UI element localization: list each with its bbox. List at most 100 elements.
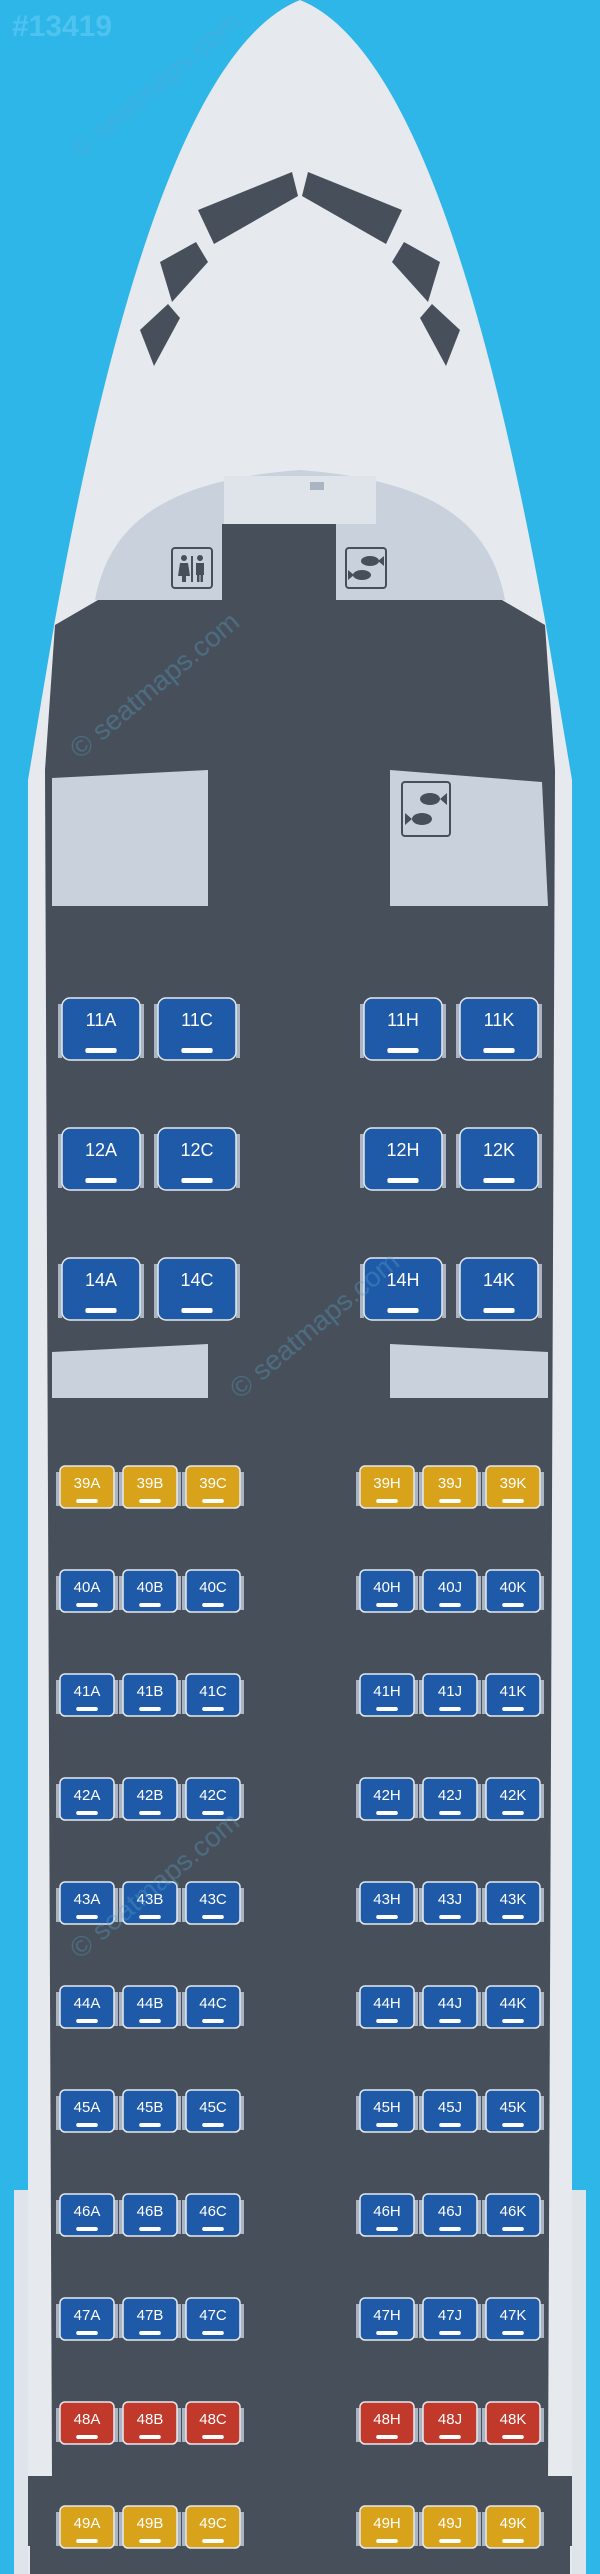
seat-42B[interactable]: 42B — [119, 1777, 181, 1821]
seat-11H[interactable]: 11H — [360, 997, 446, 1061]
seat-12A[interactable]: 12A — [58, 1127, 144, 1191]
seat-40H[interactable]: 40H — [356, 1569, 418, 1613]
seat-headrest — [202, 2539, 224, 2543]
seat-armrest — [419, 1472, 423, 1506]
seat-label: 49J — [438, 2515, 462, 2532]
seat-44B[interactable]: 44B — [119, 1985, 181, 2029]
seat-45H[interactable]: 45H — [356, 2089, 418, 2133]
seat-headrest — [202, 2331, 224, 2335]
seat-43C[interactable]: 43C — [182, 1881, 244, 1925]
seat-45C[interactable]: 45C — [182, 2089, 244, 2133]
seat-14C[interactable]: 14C — [154, 1257, 240, 1321]
seat-43K[interactable]: 43K — [482, 1881, 544, 1925]
seat-39H[interactable]: 39H — [356, 1465, 418, 1509]
seat-47A[interactable]: 47A — [56, 2297, 118, 2341]
seat-14H[interactable]: 14H — [360, 1257, 446, 1321]
seat-armrest — [356, 1992, 360, 2026]
seat-cushion — [359, 1881, 415, 1925]
seat-43J[interactable]: 43J — [419, 1881, 481, 1925]
seat-label: 12H — [386, 1140, 419, 1160]
seat-45J[interactable]: 45J — [419, 2089, 481, 2133]
seat-48J[interactable]: 48J — [419, 2401, 481, 2445]
seat-42K[interactable]: 42K — [482, 1777, 544, 1821]
seat-headrest — [76, 1603, 98, 1607]
seat-39C[interactable]: 39C — [182, 1465, 244, 1509]
seat-49K[interactable]: 49K — [482, 2505, 544, 2549]
seat-41C[interactable]: 41C — [182, 1673, 244, 1717]
seat-48K[interactable]: 48K — [482, 2401, 544, 2445]
seat-41B[interactable]: 41B — [119, 1673, 181, 1717]
seat-armrest — [182, 1784, 186, 1818]
seat-46C[interactable]: 46C — [182, 2193, 244, 2237]
seat-49C[interactable]: 49C — [182, 2505, 244, 2549]
seat-11A[interactable]: 11A — [58, 997, 144, 1061]
seat-39A[interactable]: 39A — [56, 1465, 118, 1509]
seat-47H[interactable]: 47H — [356, 2297, 418, 2341]
seat-12H[interactable]: 12H — [360, 1127, 446, 1191]
seat-41H[interactable]: 41H — [356, 1673, 418, 1717]
seat-armrest — [114, 1784, 118, 1818]
seat-48B[interactable]: 48B — [119, 2401, 181, 2445]
seat-11C[interactable]: 11C — [154, 997, 240, 1061]
seat-41A[interactable]: 41A — [56, 1673, 118, 1717]
seat-45B[interactable]: 45B — [119, 2089, 181, 2133]
seat-armrest — [482, 1888, 486, 1922]
seat-armrest — [240, 1888, 244, 1922]
seat-44H[interactable]: 44H — [356, 1985, 418, 2029]
seat-49H[interactable]: 49H — [356, 2505, 418, 2549]
seat-46B[interactable]: 46B — [119, 2193, 181, 2237]
seat-45A[interactable]: 45A — [56, 2089, 118, 2133]
seat-12C[interactable]: 12C — [154, 1127, 240, 1191]
seat-12K[interactable]: 12K — [456, 1127, 542, 1191]
seat-44A[interactable]: 44A — [56, 1985, 118, 2029]
seat-cushion — [359, 2193, 415, 2237]
seat-14A[interactable]: 14A — [58, 1257, 144, 1321]
seat-40B[interactable]: 40B — [119, 1569, 181, 1613]
seat-label: 44B — [137, 1995, 164, 2012]
seat-14K[interactable]: 14K — [456, 1257, 542, 1321]
seat-42J[interactable]: 42J — [419, 1777, 481, 1821]
seat-43H[interactable]: 43H — [356, 1881, 418, 1925]
seat-40A[interactable]: 40A — [56, 1569, 118, 1613]
seat-label: 11C — [181, 1010, 213, 1030]
seat-46K[interactable]: 46K — [482, 2193, 544, 2237]
seat-11K[interactable]: 11K — [456, 997, 542, 1061]
seat-47C[interactable]: 47C — [182, 2297, 244, 2341]
seat-46J[interactable]: 46J — [419, 2193, 481, 2237]
seat-40J[interactable]: 40J — [419, 1569, 481, 1613]
seat-40C[interactable]: 40C — [182, 1569, 244, 1613]
seat-49B[interactable]: 49B — [119, 2505, 181, 2549]
seat-46H[interactable]: 46H — [356, 2193, 418, 2237]
seat-46A[interactable]: 46A — [56, 2193, 118, 2237]
seat-47B[interactable]: 47B — [119, 2297, 181, 2341]
seat-label: 47C — [199, 2307, 227, 2324]
seat-49J[interactable]: 49J — [419, 2505, 481, 2549]
seat-47J[interactable]: 47J — [419, 2297, 481, 2341]
seat-47K[interactable]: 47K — [482, 2297, 544, 2341]
left-closet — [52, 770, 208, 906]
seat-42A[interactable]: 42A — [56, 1777, 118, 1821]
seat-cushion — [485, 1673, 541, 1717]
seat-42H[interactable]: 42H — [356, 1777, 418, 1821]
seat-48A[interactable]: 48A — [56, 2401, 118, 2445]
seat-43B[interactable]: 43B — [119, 1881, 181, 1925]
seat-39B[interactable]: 39B — [119, 1465, 181, 1509]
seat-41J[interactable]: 41J — [419, 1673, 481, 1717]
seat-42C[interactable]: 42C — [182, 1777, 244, 1821]
seat-39J[interactable]: 39J — [419, 1465, 481, 1509]
seat-49A[interactable]: 49A — [56, 2505, 118, 2549]
seat-44J[interactable]: 44J — [419, 1985, 481, 2029]
seat-cushion — [459, 1127, 539, 1191]
seat-headrest — [202, 2435, 224, 2439]
seat-40K[interactable]: 40K — [482, 1569, 544, 1613]
seat-headrest — [76, 1499, 98, 1503]
seat-41K[interactable]: 41K — [482, 1673, 544, 1717]
seat-44K[interactable]: 44K — [482, 1985, 544, 2029]
seat-48C[interactable]: 48C — [182, 2401, 244, 2445]
seat-45K[interactable]: 45K — [482, 2089, 544, 2133]
seat-48H[interactable]: 48H — [356, 2401, 418, 2445]
seat-label: 43K — [500, 1891, 527, 1908]
seat-39K[interactable]: 39K — [482, 1465, 544, 1509]
seat-44C[interactable]: 44C — [182, 1985, 244, 2029]
seat-43A[interactable]: 43A — [56, 1881, 118, 1925]
